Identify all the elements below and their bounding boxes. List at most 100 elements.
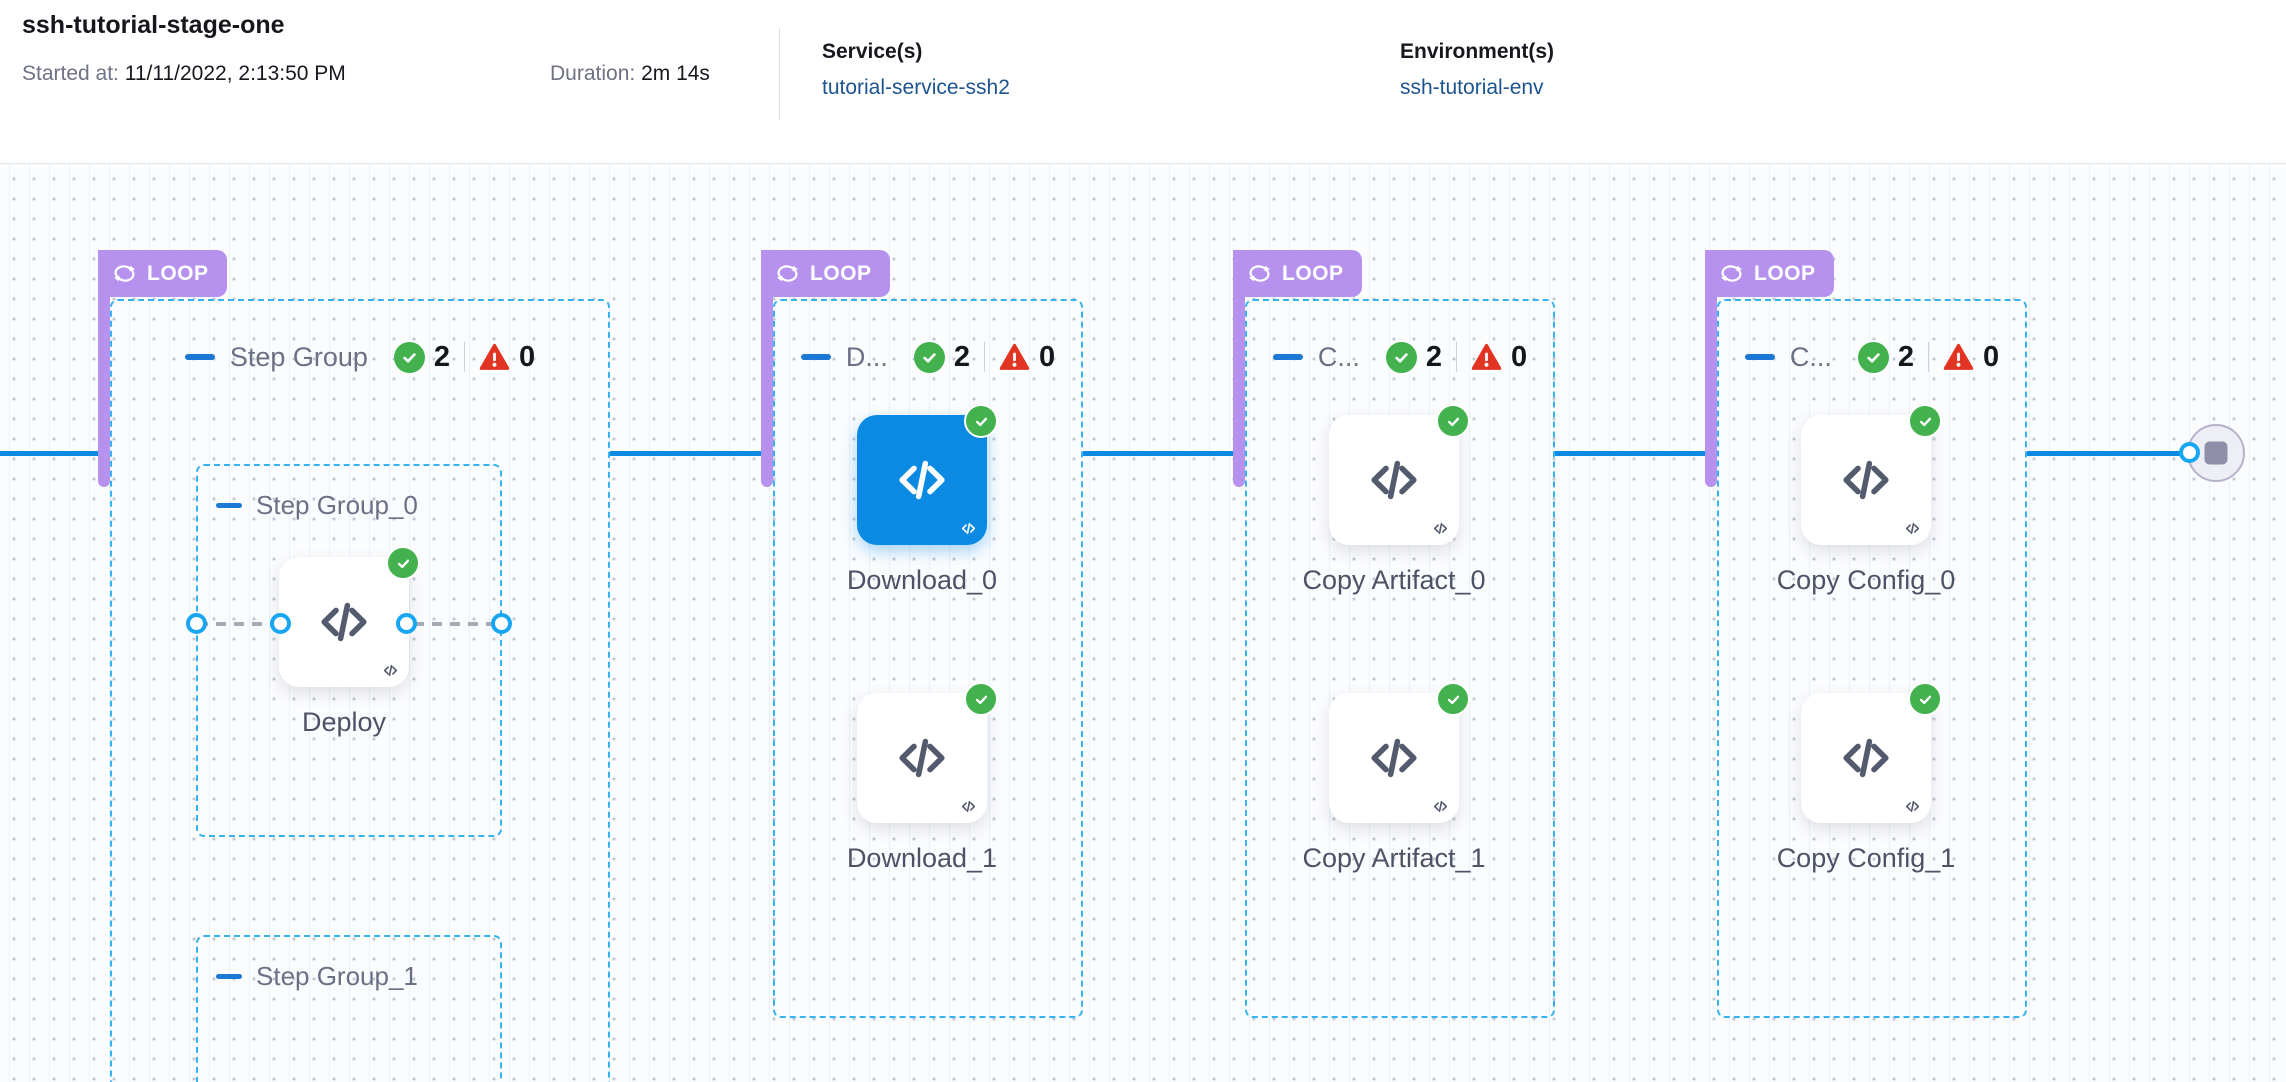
- step-group-header: D... 2 0: [775, 339, 1081, 375]
- environments-label: Environment(s): [1400, 40, 1555, 63]
- step-card-deploy[interactable]: [279, 546, 420, 687]
- step-card-download-1[interactable]: [857, 682, 998, 823]
- step-group-header: C... 2 0: [1719, 339, 2025, 375]
- collapse-icon[interactable]: [1272, 354, 1303, 360]
- success-badge: [1908, 682, 1942, 716]
- inner-step-group-box: Step Group_0 Deploy: [186, 464, 512, 837]
- step-label: Copy Config_1: [1776, 843, 1956, 873]
- success-badge: [386, 546, 420, 580]
- service-link[interactable]: tutorial-service-ssh2: [822, 76, 1010, 99]
- loop-icon: [111, 263, 138, 284]
- step-card-copy-config-1[interactable]: [1801, 682, 1942, 823]
- duration-label: Duration:: [550, 62, 636, 85]
- step-card-copy-artifact-1[interactable]: [1329, 682, 1470, 823]
- success-count-icon: [913, 341, 945, 373]
- success-count-icon: [1385, 341, 1417, 373]
- loop-badge[interactable]: LOOP: [761, 250, 890, 297]
- code-icon-mini: [1432, 520, 1449, 537]
- success-badge: [964, 682, 998, 716]
- success-badge: [1908, 404, 1942, 438]
- code-icon-mini: [960, 520, 977, 537]
- loop-badge[interactable]: LOOP: [1233, 250, 1362, 297]
- connector-line: [1554, 451, 1707, 456]
- success-count: 2: [433, 340, 451, 373]
- loop-icon: [1718, 263, 1745, 284]
- header-divider: [779, 28, 780, 120]
- step-label: Copy Artifact_0: [1302, 565, 1486, 595]
- success-badge: [1436, 404, 1470, 438]
- duration-value: 2m 14s: [641, 62, 710, 85]
- loop-badge-label: LOOP: [1754, 261, 1816, 285]
- failed-count: 0: [1983, 340, 2000, 373]
- loop-badge-label: LOOP: [810, 261, 872, 285]
- started-at-label: Started at:: [22, 62, 119, 85]
- failed-count-icon: [479, 342, 510, 373]
- loop-icon: [1246, 263, 1273, 284]
- stat-divider: [984, 342, 985, 372]
- inner-step-group-box: Step Group_1: [196, 935, 502, 1082]
- loop-strip: [1705, 250, 1717, 487]
- step-label: Download_1: [846, 843, 998, 873]
- connector-line: [610, 451, 763, 456]
- code-icon: [1365, 451, 1423, 509]
- code-icon: [1365, 729, 1423, 787]
- success-count-icon: [1857, 341, 1889, 373]
- duration: Duration: 2m 14s: [550, 62, 710, 86]
- loop-icon: [774, 263, 801, 284]
- connector-dot[interactable]: [491, 613, 512, 634]
- collapse-icon[interactable]: [216, 974, 242, 979]
- stat-divider: [1456, 342, 1457, 372]
- inner-step-group-header: Step Group_0: [216, 490, 418, 521]
- connector-dot[interactable]: [186, 613, 207, 634]
- failed-count: 0: [1511, 340, 1528, 373]
- code-icon: [893, 729, 951, 787]
- collapse-icon[interactable]: [216, 503, 242, 508]
- started-at-value: 11/11/2022, 2:13:50 PM: [124, 62, 346, 85]
- step-group-header: C... 2 0: [1247, 339, 1553, 375]
- pipeline-graph-canvas[interactable]: LOOP LOOP LOOP LOOP Step Group 2 0 Step …: [0, 163, 2286, 1082]
- services-block: Service(s) tutorial-service-ssh2: [822, 40, 1010, 100]
- failed-count-icon: [999, 342, 1030, 373]
- connector-dot[interactable]: [396, 613, 417, 634]
- code-icon-mini: [1432, 798, 1449, 815]
- success-count: 2: [1425, 340, 1442, 373]
- connector-dot: [2179, 442, 2200, 463]
- collapse-icon[interactable]: [1744, 354, 1775, 360]
- step-node: Copy Artifact_1: [1302, 682, 1486, 873]
- started-at: Started at: 11/11/2022, 2:13:50 PM: [22, 62, 346, 86]
- code-icon-mini: [1904, 520, 1921, 537]
- failed-count: 0: [519, 340, 536, 373]
- connector-dot[interactable]: [270, 613, 291, 634]
- step-group-title: C...: [1789, 341, 1832, 372]
- stat-divider: [1928, 342, 1929, 372]
- code-icon-mini: [960, 798, 977, 815]
- loop-badge[interactable]: LOOP: [1705, 250, 1834, 297]
- step-card-download-0[interactable]: [857, 404, 998, 545]
- code-icon: [893, 451, 951, 509]
- services-label: Service(s): [822, 40, 923, 63]
- step-node: Copy Artifact_0: [1302, 404, 1486, 595]
- connector-line: [2027, 451, 2187, 456]
- connector-line: [0, 451, 101, 456]
- step-label: Copy Config_0: [1776, 565, 1956, 595]
- step-label: Deploy: [301, 707, 387, 737]
- loop-badge[interactable]: LOOP: [98, 250, 227, 297]
- step-group-title: D...: [845, 341, 888, 372]
- success-count: 2: [953, 340, 970, 373]
- loop-badge-label: LOOP: [147, 261, 209, 285]
- collapse-icon[interactable]: [800, 354, 831, 360]
- step-card-copy-config-0[interactable]: [1801, 404, 1942, 545]
- collapse-icon[interactable]: [184, 354, 215, 360]
- success-count-icon: [393, 341, 425, 373]
- environment-link[interactable]: ssh-tutorial-env: [1400, 76, 1544, 99]
- success-badge: [964, 404, 998, 438]
- step-card-copy-artifact-0[interactable]: [1329, 404, 1470, 545]
- loop-strip: [1233, 250, 1245, 487]
- step-group-box: C... 2 0 Copy Config_0 Copy Config_1: [1717, 299, 2027, 1018]
- step-node: Copy Config_1: [1777, 682, 1955, 873]
- step-node: Download_1: [847, 682, 998, 873]
- step-node: Copy Config_0: [1777, 404, 1955, 595]
- environments-block: Environment(s) ssh-tutorial-env: [1400, 40, 1554, 100]
- step-group-box: Step Group 2 0 Step Group_0 Deploy: [110, 299, 610, 1082]
- stage-title: ssh-tutorial-stage-one: [22, 11, 285, 39]
